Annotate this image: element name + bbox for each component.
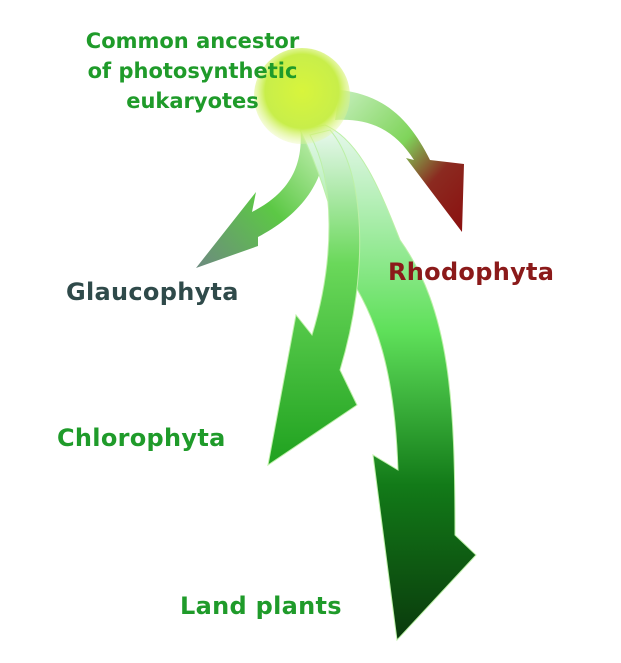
label-glaucophyta: Glaucophyta [66, 278, 239, 306]
ancestor-label-line3: eukaryotes [126, 89, 259, 113]
arrow-glaucophyta [196, 125, 326, 268]
ancestor-circle [254, 48, 350, 144]
label-chlorophyta: Chlorophyta [57, 424, 226, 452]
label-rhodophyta: Rhodophyta [388, 258, 555, 286]
label-land-plants: Land plants [180, 592, 342, 620]
ancestor-label: Common ancestor of photosynthetic eukary… [60, 26, 325, 116]
ancestor-label-line2: of photosynthetic [87, 59, 298, 83]
ancestor-label-line1: Common ancestor [85, 29, 300, 53]
arrow-chlorophyta [267, 129, 361, 467]
